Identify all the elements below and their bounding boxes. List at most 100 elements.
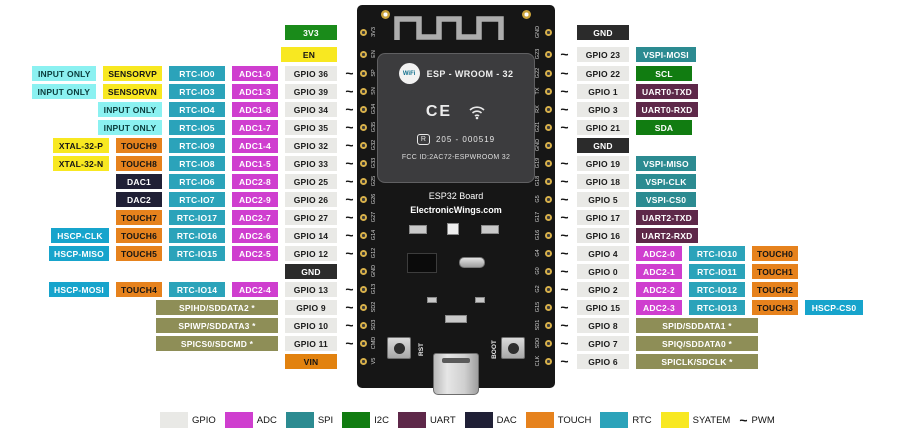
board-pad-sd1: [545, 322, 552, 329]
pin-gpio-39: GPIO 39: [285, 84, 337, 99]
function-rtc-io4: RTC-IO4: [169, 102, 225, 117]
pwm-tilde: ~: [560, 155, 569, 171]
legend-label-dac: DAC: [496, 414, 517, 426]
right-row-gnd: ~GND: [559, 138, 629, 153]
board-pad-v5: [360, 358, 367, 365]
function-adc2-8: ADC2-8: [232, 174, 278, 189]
legend-item-gpio: GPIO: [160, 412, 216, 428]
pwm-symbol-icon: ~: [739, 412, 748, 428]
function-rtc-io14: RTC-IO14: [169, 282, 225, 297]
pwm-tilde: ~: [345, 191, 354, 207]
module-logo-row: WiFi ESP - WROOM - 32: [378, 63, 534, 84]
pin-gpio-23: GPIO 23: [577, 47, 629, 62]
board-pad-label-v5: V5: [371, 357, 377, 365]
esp32-board: WiFi ESP - WROOM - 32 CE R 205 - 000519: [357, 5, 555, 395]
pin-gpio-19: GPIO 19: [577, 156, 629, 171]
function-uart0-txd: UART0-TXD: [636, 84, 698, 99]
rst-label: RST: [418, 343, 425, 356]
board-pad-g2: [545, 286, 552, 293]
board-pad-label-g22: G22: [535, 67, 541, 79]
board-pad-gnd: [545, 142, 552, 149]
board-pad-g32: [360, 142, 367, 149]
pin-gnd: GND: [285, 264, 337, 279]
function-vspi-clk: VSPI-CLK: [636, 174, 696, 189]
function-dac1: DAC1: [116, 174, 162, 189]
board-pad-g13: [360, 286, 367, 293]
legend-label-rtc: RTC: [632, 414, 652, 426]
board-pad-sd0: [545, 340, 552, 347]
function-rtc-io9: RTC-IO9: [169, 138, 225, 153]
wifi-logo-icon: WiFi: [398, 63, 420, 84]
function-rtc-io12: RTC-IO12: [689, 282, 745, 297]
pin-gpio-13: GPIO 13: [285, 282, 337, 297]
board-pad-g17: [545, 214, 552, 221]
smd-component: [409, 225, 427, 234]
pwm-tilde: ~: [345, 137, 354, 153]
pcb-antenna-icon: [394, 16, 504, 40]
pwm-tilde: ~: [560, 353, 569, 369]
boot-button-cap: [507, 343, 519, 354]
board-pad-label-g0: G0: [535, 267, 541, 275]
board-pad-g5: [545, 196, 552, 203]
mounting-hole: [381, 10, 390, 19]
pin-gpio-4: GPIO 4: [577, 246, 629, 261]
board-pad-label-g17: G17: [535, 211, 541, 223]
function-input-only: INPUT ONLY: [31, 84, 96, 99]
left-row-en: EN~: [281, 47, 355, 62]
legend-swatch-syatem: [660, 412, 689, 428]
pin-gpio-7: GPIO 7: [577, 336, 629, 351]
board-pad-label-cmd: CMD: [371, 336, 377, 350]
function-adc1-5: ADC1-5: [232, 156, 278, 171]
pwm-tilde: ~: [345, 155, 354, 171]
board-pad-g14: [360, 232, 367, 239]
function-adc1-0: ADC1-0: [232, 66, 278, 81]
function-rtc-io17: RTC-IO17: [169, 210, 225, 225]
board-pad-g12: [360, 250, 367, 257]
board-pad-label-sd3: SD3: [371, 319, 377, 331]
pin-gpio-14: GPIO 14: [285, 228, 337, 243]
ce-mark: CE: [425, 103, 453, 120]
left-row-gpio-9: SPIHD/SDDATA2 *GPIO 9~: [156, 300, 355, 315]
board-brand: ElectronicWings.com: [410, 205, 502, 215]
board-pad-gnd: [545, 29, 552, 36]
pwm-tilde: ~: [560, 46, 569, 62]
board-pad-label-rx: RX: [535, 105, 541, 113]
pin-gpio-9: GPIO 9: [285, 300, 337, 315]
function-touch1: TOUCH1: [752, 264, 798, 279]
function-sensorvp: SENSORVP: [103, 66, 162, 81]
function-touch5: TOUCH5: [116, 246, 162, 261]
pin-gpio-32: GPIO 32: [285, 138, 337, 153]
pin-gpio-34: GPIO 34: [285, 102, 337, 117]
legend-swatch-rtc: [600, 412, 629, 428]
board-pad-label-g23: G23: [535, 48, 541, 60]
pin-gpio-15: GPIO 15: [577, 300, 629, 315]
legend-item-pwm: ~PWM: [739, 412, 774, 428]
pwm-tilde: ~: [560, 191, 569, 207]
board-pad-g0: [545, 268, 552, 275]
rst-button-cap: [393, 343, 405, 354]
pwm-tilde: ~: [560, 263, 569, 279]
function-adc2-5: ADC2-5: [232, 246, 278, 261]
function-rtc-io3: RTC-IO3: [169, 84, 225, 99]
board-pad-label-g25: G25: [371, 175, 377, 187]
function-touch6: TOUCH6: [116, 228, 162, 243]
board-pad-label-gnd: GND: [371, 264, 377, 278]
board-pad-label-g16: G16: [535, 229, 541, 241]
smd-component: [427, 297, 437, 303]
pwm-tilde: ~: [560, 119, 569, 135]
function-vspi-mosi: VSPI-MOSI: [636, 47, 696, 62]
pin-gpio-6: GPIO 6: [577, 354, 629, 369]
board-pad-g34: [360, 106, 367, 113]
pin-gpio-1: GPIO 1: [577, 84, 629, 99]
function-dac2: DAC2: [116, 192, 162, 207]
